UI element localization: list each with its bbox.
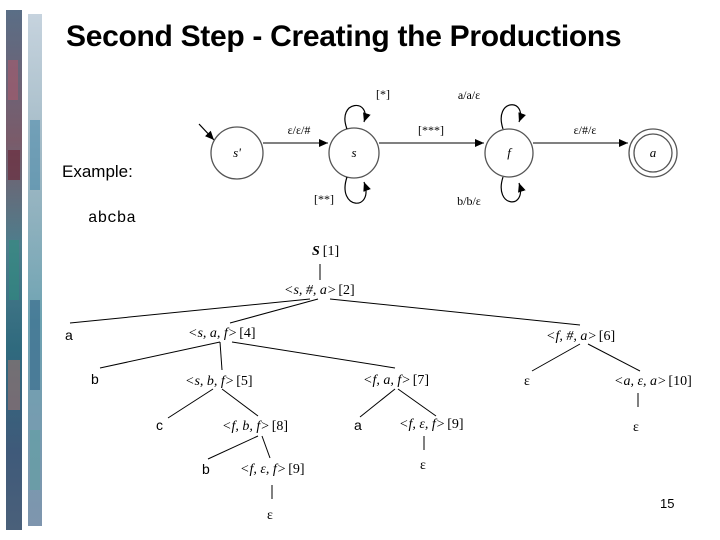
loop-f-bottom [500,176,526,203]
tree-node-9b-label: <f, ε, f> [240,462,286,477]
label-s-loop-bottom: [**] [314,192,334,206]
tree-leaf-a2: a [354,417,362,433]
tree-node-4-label: <s, a, f> [188,326,237,341]
tree-node-9b: <f, ε, f>[9] [240,462,305,477]
tree-leaf-a1: a [65,327,73,343]
label-f-loop-top: a/a/ε [458,88,480,102]
state-s [328,127,380,179]
tree-node-7: <f, a, f>[7] [363,373,429,388]
tree-leaf-eps-n9b: ε [267,508,273,523]
tree-node-9a-number: [9] [447,417,463,432]
tree-node-root-symbol: S [312,244,320,259]
state-a-inner [633,133,673,173]
tree-node-2-label: <s, #, a> [284,283,336,298]
label-start-to-s: ε/ε/# [288,123,311,137]
tree-node-2: <s, #, a>[2] [284,283,355,298]
state-a-outer [628,128,678,178]
tree-node-9a-label: <f, ε, f> [399,417,445,432]
tree-leaf-c: c [156,417,163,433]
tree-node-4: <s, a, f>[4] [188,326,256,341]
example-label: Example: [60,162,135,182]
tree-node-8: <f, b, f>[8] [222,419,288,434]
label-s-to-f: [***] [418,123,444,137]
page-number: 15 [660,496,675,511]
initial-arrow [198,123,215,141]
slide-title: Second Step - Creating the Productions [66,20,622,53]
label-s-loop-top: [*] [376,87,390,101]
tree-node-10-label: <a, ε, a> [614,374,666,389]
state-s-prime-label: s' [233,145,241,160]
loop-s-top [344,105,371,130]
tree-leaf-b2: b [202,461,210,477]
tree-node-9a: <f, ε, f>[9] [399,417,464,432]
tree-node-10: <a, ε, a>[10] [614,374,692,389]
state-f [484,128,534,178]
tree-node-10-number: [10] [668,374,691,389]
parse-tree-edges [69,264,641,499]
state-s-prime [210,126,264,180]
tree-node-root-number: [1] [323,244,339,259]
tree-leaf-b1: b [91,371,99,387]
tree-node-2-number: [2] [338,283,354,298]
tree-node-6: <f, #, a>[6] [546,329,615,344]
tree-node-4-number: [4] [239,326,255,341]
example-input-string: abcba [88,209,137,227]
tree-node-7-number: [7] [413,373,429,388]
label-f-to-final: ε/#/ε [574,123,597,137]
tree-node-root: S[1] [312,244,339,259]
tree-node-8-number: [8] [272,419,288,434]
tree-node-5-label: <s, b, f> [185,374,234,389]
tree-node-7-label: <f, a, f> [363,373,411,388]
state-f-label: f [507,145,513,160]
loop-s-bottom [344,176,371,204]
tree-leaf-eps1: ε [524,374,530,389]
decorative-side-stripe [6,10,42,530]
state-s-label: s [351,145,356,160]
tree-leaf-eps-n9a: ε [420,458,426,473]
tree-node-5: <s, b, f>[5] [185,374,253,389]
label-f-loop-bottom: b/b/ε [457,194,481,208]
tree-node-5-number: [5] [236,374,252,389]
tree-leaf-eps-n10: ε [633,420,639,435]
tree-node-8-label: <f, b, f> [222,419,270,434]
tree-node-9b-number: [9] [288,462,304,477]
loop-f-top [500,104,526,130]
state-a-label: a [650,145,657,160]
tree-node-6-number: [6] [599,329,615,344]
tree-node-6-label: <f, #, a> [546,329,597,344]
